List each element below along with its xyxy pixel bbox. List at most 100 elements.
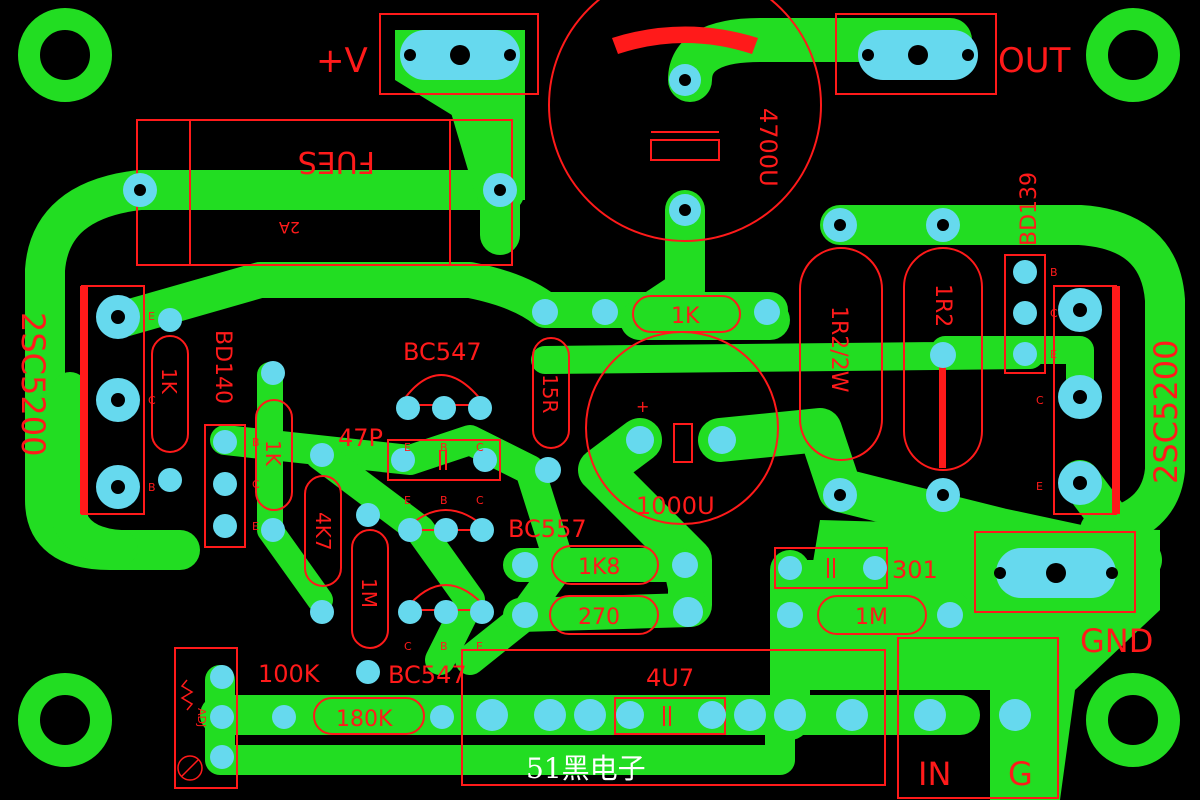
- out-hole: [908, 45, 928, 65]
- cap-4700u-polarity-bar: [612, 26, 758, 54]
- pad-rail-2: [592, 299, 618, 325]
- q-right-heatsink-bar: [1112, 286, 1120, 514]
- g-pad: [999, 699, 1031, 731]
- q-left-heatsink-bar: [80, 286, 88, 514]
- cap-301-pad-r: [863, 556, 887, 580]
- pin-bc547-top-c: C: [476, 441, 484, 454]
- bd139-pad-1: [1013, 260, 1037, 284]
- pin-bc547-top-e: E: [404, 441, 411, 454]
- label-r-1r2: 1R2: [930, 284, 955, 327]
- pad-1k-left-t: [158, 308, 182, 332]
- cap-4700u-symbol: [650, 139, 720, 161]
- trace-mid-left-2: [305, 440, 485, 675]
- pad-1k8-r: [672, 552, 698, 578]
- bc547-bot-pad-1: [398, 600, 422, 624]
- bd140-pad-3: [213, 514, 237, 538]
- mount-hole-bl: [52, 707, 78, 733]
- pot-pad-1: [210, 665, 234, 689]
- label-r-270: 270: [578, 605, 620, 630]
- pot-pad-2: [210, 705, 234, 729]
- bottom-pad-8: [836, 699, 868, 731]
- pin-bd139-e: E: [1050, 348, 1057, 361]
- cap-4u7-pad-r: [698, 701, 726, 729]
- bottom-pad-7: [774, 699, 806, 731]
- pin-q-left-b: B: [148, 481, 156, 494]
- r-1r2-body: [903, 247, 983, 471]
- bd140-outline: [204, 424, 246, 548]
- pad-1m-right-r: [937, 602, 963, 628]
- mount-ring-br: [1086, 673, 1180, 767]
- label-cap-4700u: 4700U: [754, 108, 782, 187]
- label-cap-47p: 47P: [338, 424, 383, 452]
- cap-4700u-outline: [548, 0, 822, 242]
- pot-symbol: [177, 679, 203, 781]
- label-r-1r2-2w: 1R2/2W: [826, 306, 851, 393]
- label-cap-plus: +: [636, 397, 649, 416]
- pad-1k-left-b: [158, 468, 182, 492]
- label-r-1k8: 1K8: [578, 555, 620, 580]
- pad-1r2-m: [930, 342, 956, 368]
- pin-bc547-bot-c: C: [404, 640, 412, 653]
- vplus-connector-outline: [379, 13, 539, 95]
- watermark-text: 51黑电子: [526, 752, 646, 785]
- trace-right-loop: [820, 205, 1185, 550]
- label-cap-4u7: 4U7: [646, 664, 694, 692]
- label-r-15r: 15R: [538, 374, 562, 413]
- mount-hole-br: [1120, 707, 1146, 733]
- input-outline: [897, 637, 1059, 799]
- r-15r-body: [532, 337, 570, 449]
- bc557-pad-2: [434, 518, 458, 542]
- pin-q-left-c: C: [148, 394, 156, 407]
- pin-bc547-bot-e: E: [476, 640, 483, 653]
- trace-center-vertical: [620, 190, 790, 340]
- r-1k-mid-body: [255, 399, 293, 511]
- mount-ring-bl: [18, 673, 112, 767]
- pad-rail-3: [754, 299, 780, 325]
- r-180k-body: [313, 697, 425, 735]
- label-bc557: BC557: [508, 515, 587, 543]
- silkscreen-text: +V OUT GND IN G FUES 2A 4700U 1000U 301 …: [14, 41, 1185, 793]
- pot-pad-3: [210, 745, 234, 769]
- cap-1000u-pad-n: [708, 426, 736, 454]
- cap-4u7-pad-l: [616, 701, 644, 729]
- label-cap-1000u: 1000U: [636, 492, 715, 520]
- cap-301-pad-l: [778, 556, 802, 580]
- bc547-top-pad-2: [432, 396, 456, 420]
- pin-bd140-b: B: [252, 436, 260, 449]
- mount-hole-tr: [1120, 42, 1146, 68]
- r-1k-top-body: [632, 295, 741, 333]
- cap-47p-pad-r: [473, 448, 497, 472]
- pin-bc547-bot-b: B: [440, 640, 448, 653]
- cap-47p-outline: [387, 439, 501, 481]
- label-bd140: BD140: [210, 330, 235, 404]
- bottom-pad-2: [534, 699, 566, 731]
- pad-1k8-l: [512, 552, 538, 578]
- label-adj: ADJ: [195, 708, 208, 727]
- in-pad: [914, 699, 946, 731]
- label-cap-301: 301: [892, 556, 938, 584]
- label-r-1k-top: 1K: [671, 304, 700, 329]
- label-g: G: [1008, 755, 1033, 793]
- label-r-1k-mid: 1K: [261, 440, 285, 467]
- label-r-1k-left: 1K: [157, 368, 181, 395]
- label-vplus: +V: [316, 41, 368, 81]
- pad-1m-left-t: [356, 503, 380, 527]
- label-bc547-top: BC547: [403, 338, 482, 366]
- r-4k7-body: [304, 475, 342, 587]
- pin-bc557-b: B: [440, 494, 448, 507]
- trace-resistor-row: [503, 548, 707, 632]
- mount-ring-tl: [18, 8, 112, 102]
- pad-270-l: [512, 602, 538, 628]
- label-r-4k7: 4K7: [311, 512, 335, 551]
- pin-bd140-e: E: [252, 520, 259, 533]
- label-pot-100k: 100K: [258, 660, 321, 688]
- r-1k-left-body: [151, 335, 189, 453]
- cap-4u7-outline: [461, 649, 886, 786]
- gnd-hole: [1046, 563, 1066, 583]
- bc547-bot-pad-2: [434, 600, 458, 624]
- cap-1000u-symbol: [673, 423, 693, 463]
- label-in: IN: [918, 755, 951, 793]
- label-r-180k: 180K: [336, 707, 393, 732]
- pad-4k7-b: [310, 600, 334, 624]
